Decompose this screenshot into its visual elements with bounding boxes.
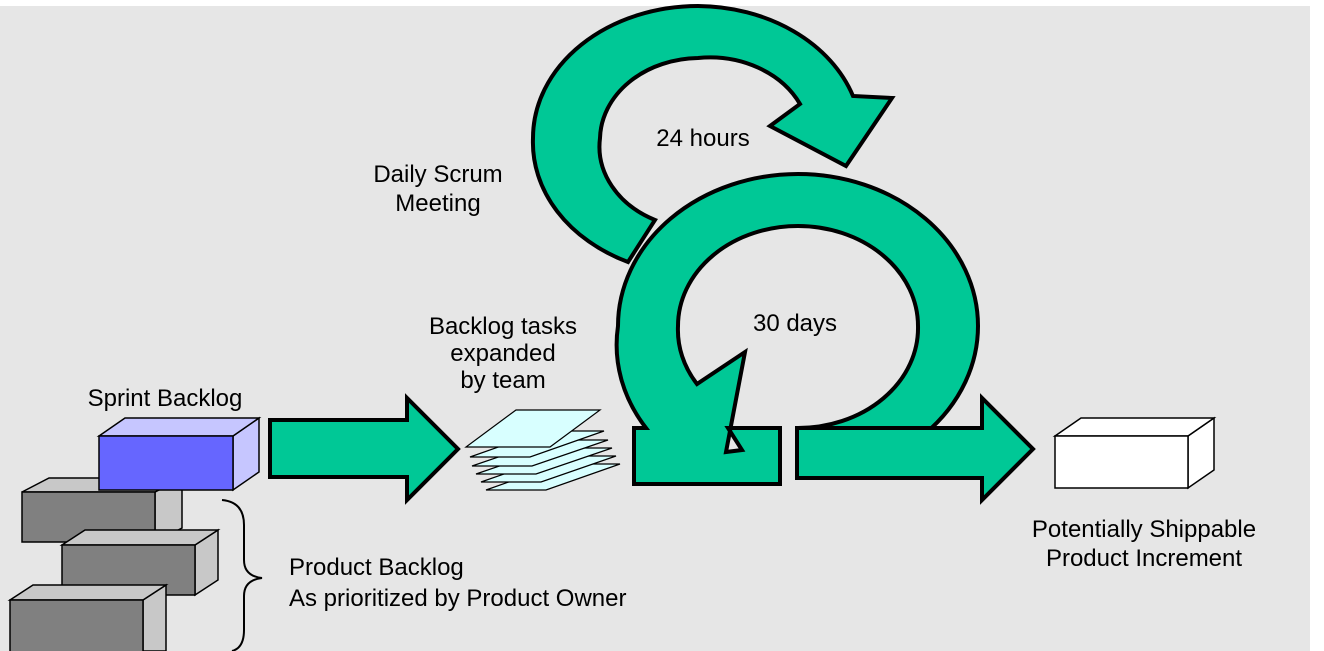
backlog-tasks-label-1: Backlog tasks [429,313,577,340]
product-backlog-box-3 [7,583,169,651]
daily-scrum-label-1: Daily Scrum [373,161,502,188]
product-backlog-box-2 [59,528,221,597]
backlog-tasks-stack [464,409,621,491]
days-label: 30 days [753,310,837,337]
product-increment-box [1052,416,1217,490]
product-backlog-brace [221,499,263,651]
daily-scrum-label-2: Meeting [395,190,480,217]
hours-label: 24 hours [656,125,749,152]
increment-label-2: Product Increment [1046,545,1242,572]
sprint-backlog-label: Sprint Backlog [88,385,243,412]
product-backlog-stack [7,476,221,651]
backlog-tasks-label-2: expanded [450,340,555,367]
sprint-backlog-box [96,416,262,492]
sprint-loop-arrow [614,171,981,486]
arrow-to-tasks [268,393,461,505]
backlog-tasks-label-3: by team [460,367,545,394]
product-backlog-label: Product Backlog [289,554,464,581]
increment-label-1: Potentially Shippable [1032,516,1256,543]
arrow-to-increment [795,393,1036,505]
product-backlog-sublabel: As prioritized by Product Owner [289,585,626,612]
daily-loop-arrow [530,3,896,265]
